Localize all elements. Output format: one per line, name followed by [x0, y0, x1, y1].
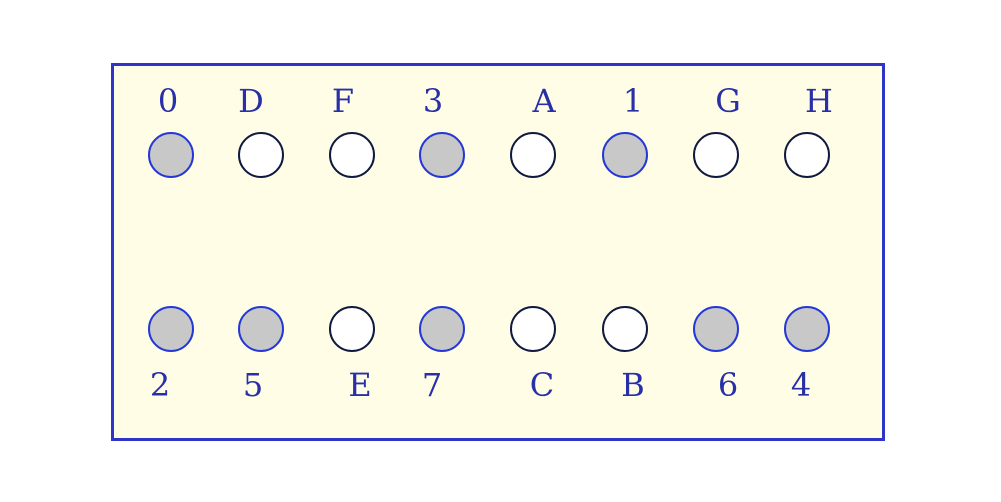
top-label-2: F	[331, 82, 355, 120]
top-pin-0	[148, 132, 194, 178]
top-label-3: 3	[422, 82, 444, 120]
top-pin-3	[419, 132, 465, 178]
top-label-6: G	[715, 82, 741, 120]
bottom-label-0: 2	[149, 366, 171, 404]
bottom-label-7: 4	[790, 366, 812, 404]
top-label-5: 1	[622, 82, 644, 120]
bottom-pin-4	[510, 306, 556, 352]
bottom-pin-0	[148, 306, 194, 352]
bottom-pin-7	[784, 306, 830, 352]
top-pin-6	[693, 132, 739, 178]
bottom-label-1: 5	[242, 366, 264, 404]
bottom-pin-3	[419, 306, 465, 352]
top-pin-5	[602, 132, 648, 178]
top-pin-2	[329, 132, 375, 178]
top-label-4: A	[532, 82, 556, 120]
top-label-1: D	[238, 82, 264, 120]
bottom-pin-5	[602, 306, 648, 352]
bottom-label-2: E	[348, 366, 372, 404]
top-label-7: H	[805, 82, 833, 120]
bottom-pin-1	[238, 306, 284, 352]
bottom-pin-2	[329, 306, 375, 352]
top-pin-4	[510, 132, 556, 178]
bottom-label-4: C	[529, 366, 555, 404]
bottom-label-5: B	[621, 366, 645, 404]
bottom-label-3: 7	[421, 366, 443, 404]
top-pin-7	[784, 132, 830, 178]
top-pin-1	[238, 132, 284, 178]
bottom-label-6: 6	[717, 366, 739, 404]
top-label-0: 0	[157, 82, 179, 120]
pin-board: 0 D F 3 A 1 G H 2 5 E 7 C B 6 4	[111, 63, 885, 441]
bottom-pin-6	[693, 306, 739, 352]
